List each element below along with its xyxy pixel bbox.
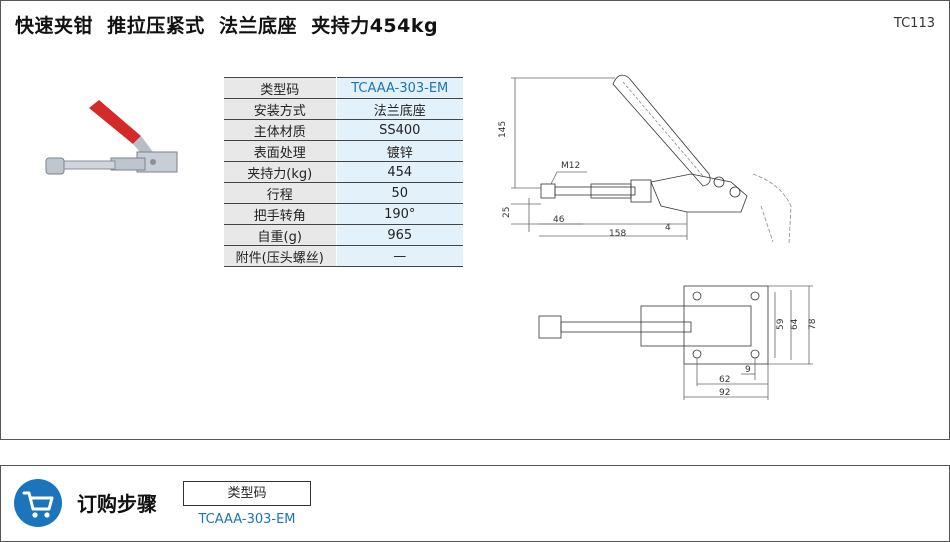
dim-59: 59 [776, 318, 786, 330]
table-row: 安装方式 法兰底座 [224, 98, 463, 120]
cart-icon [14, 479, 62, 527]
dim-46: 46 [553, 215, 565, 225]
spec-value: TCAAA-303-EM [336, 77, 463, 99]
spec-value: SS400 [336, 119, 463, 141]
top-view-drawing: 59 64 78 9 62 92 [538, 285, 818, 400]
table-row: 附件(压头螺丝) — [224, 245, 463, 267]
type-code-value: TCAAA-303-EM [198, 512, 296, 527]
product-code: TC113 [893, 16, 935, 31]
spec-label: 表面处理 [224, 140, 337, 162]
spec-value: 965 [336, 224, 463, 246]
spec-label: 自重(g) [224, 224, 337, 246]
spec-value: 454 [336, 161, 463, 183]
dim-78: 78 [808, 318, 818, 330]
product-panel: 快速夹钳 推拉压紧式 法兰底座 夹持力454kg TC113 类型码 TCAAA… [0, 0, 950, 440]
spec-label: 安装方式 [224, 98, 337, 120]
spec-value: 50 [336, 182, 463, 204]
spec-label: 行程 [224, 182, 337, 204]
table-row: 自重(g) 965 [224, 224, 463, 246]
spec-value: 法兰底座 [336, 98, 463, 120]
spec-label: 主体材质 [224, 119, 337, 141]
table-row: 行程 50 [224, 182, 463, 204]
table-row: 把手转角 190° [224, 203, 463, 225]
product-photo [45, 100, 178, 175]
dim-92: 92 [719, 388, 730, 398]
spec-value: 190° [336, 203, 463, 225]
dim-64: 64 [790, 318, 800, 330]
type-code-box: 类型码 [183, 481, 311, 506]
spec-table: 类型码 TCAAA-303-EM 安装方式 法兰底座 主体材质 SS400 表面… [224, 77, 463, 267]
table-row: 表面处理 镀锌 [224, 140, 463, 162]
spec-value: 镀锌 [336, 140, 463, 162]
order-title: 订购步骤 [77, 492, 157, 516]
spec-value: — [336, 245, 463, 267]
spec-label: 类型码 [224, 77, 337, 99]
dim-9: 9 [745, 365, 751, 375]
table-row: 夹持力(kg) 454 [224, 161, 463, 183]
order-steps-panel: 订购步骤 类型码 TCAAA-303-EM [0, 465, 950, 542]
dim-height: 145 [498, 121, 508, 138]
spec-label: 把手转角 [224, 203, 337, 225]
dim-158: 158 [609, 229, 626, 239]
table-row: 主体材质 SS400 [224, 119, 463, 141]
page-title: 快速夹钳 推拉压紧式 法兰底座 夹持力454kg [15, 15, 439, 37]
thread-label: M12 [561, 161, 580, 171]
spec-label: 附件(压头螺丝) [224, 245, 337, 267]
dim-base: 25 [502, 207, 512, 218]
dim-4: 4 [665, 223, 671, 233]
spec-label: 夹持力(kg) [224, 161, 337, 183]
dim-62: 62 [719, 375, 730, 385]
table-row: 类型码 TCAAA-303-EM [224, 77, 463, 99]
side-view-drawing: 145 25 46 158 4 M12 [498, 74, 792, 245]
